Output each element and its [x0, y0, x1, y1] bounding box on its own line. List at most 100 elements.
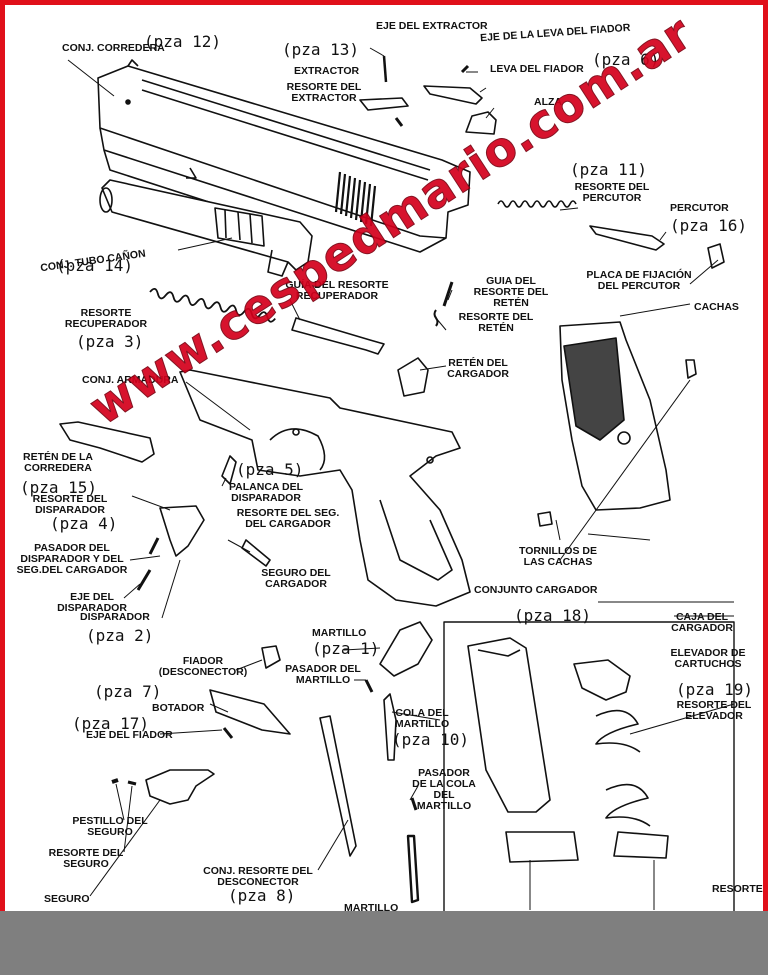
trigger-pin-part: [148, 537, 160, 555]
barrel-part: [99, 179, 313, 277]
safety-lever-part: [145, 769, 215, 805]
pza-resorte-recuperador: (pza 3): [76, 332, 144, 351]
label-guia-reten: GUIA DEL RESORTE DEL RETÉN: [473, 275, 549, 309]
grip-screw-part-2: [537, 511, 553, 527]
pza-corredera: (pza 12): [144, 32, 222, 51]
label-seguro-cargador: SEGURO DEL CARGADOR: [261, 567, 331, 590]
label-cola: COLA DEL MARTILLO: [394, 707, 450, 730]
label-disparador: DISPARADOR: [80, 611, 150, 623]
follower-spring-part-2: [605, 783, 651, 827]
pza-resorte-desconector: (pza 8): [228, 886, 296, 905]
label-leva: LEVA DEL FIADOR: [490, 63, 584, 75]
extractor-pin-part: [382, 55, 388, 83]
hammer-strut-part: [383, 693, 397, 761]
magazine-body-part: [467, 637, 551, 813]
disconnector-spring-part: [319, 715, 357, 857]
pza-conjunto-cargador: (pza 18): [514, 606, 592, 625]
trigger-lever-part: [221, 455, 237, 485]
hammer-pin-part: [364, 679, 374, 693]
label-seguro: SEGURO: [44, 893, 90, 905]
ejector-part: [209, 689, 291, 735]
label-tornillos: TORNILLOS DE LAS CACHAS: [519, 545, 597, 568]
label-pasador-disp: PASADOR DEL DISPARADOR Y DEL SEG.DEL CAR…: [16, 542, 128, 576]
label-armadura: CONJ. ARMADURA: [82, 374, 179, 386]
label-placa: PLACA DE FIJACIÓN DEL PERCUTOR: [586, 269, 692, 292]
label-eje-fiador: EJE DEL FIADOR: [86, 729, 173, 741]
firing-pin-plate-part: [707, 243, 725, 269]
recoil-spring-part: [149, 288, 276, 323]
pza-resorte-disparador: (pza 4): [50, 514, 118, 533]
rear-sight-part: [465, 111, 497, 135]
label-pasador-cola: PASADOR DE LA COLA DEL MARTILLO: [412, 767, 476, 812]
mag-catch-guide-part: [442, 281, 454, 307]
grip-screw-part: [685, 359, 697, 379]
label-resorte-extractor: RESORTE DEL EXTRACTOR: [286, 81, 362, 104]
label-resorte-seguro: RESORTE DEL SEGURO: [48, 847, 124, 870]
hammer-part: [379, 621, 433, 677]
pza-extractor: (pza 13): [282, 40, 360, 59]
footer-gray-bar: [0, 911, 768, 975]
slide-stop-part: [59, 421, 155, 463]
pza-fiador: (pza 7): [94, 682, 162, 701]
magazine-plate-part: [613, 831, 669, 859]
pza-leva: (pza 6): [592, 50, 660, 69]
safety-detent-part: [111, 778, 119, 784]
sear-part: [261, 645, 281, 669]
label-cachas: CACHAS: [694, 301, 739, 313]
label-resorte-recuperador: RESORTE RECUPERADOR: [64, 307, 148, 330]
pza-cola: (pza 10): [392, 730, 470, 749]
safety-spring-part: [127, 780, 137, 786]
pza-martillo: (pza 1): [312, 639, 380, 658]
magazine-base-part: [505, 831, 579, 863]
label-reten-cargador: RETÉN DEL CARGADOR: [447, 357, 509, 380]
follower-part: [573, 659, 631, 701]
follower-spring-part: [595, 709, 641, 753]
label-resorte-cut: RESORTE: [712, 883, 763, 895]
trigger-axle-part: [136, 569, 152, 591]
mag-catch-part: [397, 357, 429, 397]
sear-cam-pin-part: [460, 64, 470, 74]
pza-palanca: (pza 5): [236, 460, 304, 479]
label-reten-corredera: RETÉN DE LA CORREDERA: [22, 451, 93, 474]
strut-pin-part: [410, 797, 418, 811]
label-resorte-disparador: RESORTE DEL DISPARADOR: [32, 493, 108, 516]
guide-rod-part: [291, 317, 385, 355]
trigger-part: [159, 505, 205, 557]
label-caja: CAJA DEL CARGADOR: [671, 611, 733, 634]
pza-botador: (pza 17): [72, 714, 150, 733]
firing-pin-part: [589, 225, 665, 251]
firing-pin-spring-part: [497, 200, 577, 208]
label-resorte-desconector: CONJ. RESORTE DEL DESCONECTOR: [203, 865, 313, 888]
label-extractor: EXTRACTOR: [294, 65, 360, 77]
pza-percutor: (pza 16): [670, 216, 748, 235]
label-martillo: MARTILLO: [312, 627, 367, 639]
extractor-part: [359, 97, 409, 111]
label-alza: ALZA: [534, 96, 562, 108]
frame-part: [179, 369, 471, 607]
pza-reten-corredera: (pza 15): [20, 478, 98, 497]
pza-resorte-percutor: (pza 11): [570, 160, 648, 179]
grip-panel-part: [559, 321, 671, 511]
label-percutor: PERCUTOR: [670, 202, 729, 214]
slide-part: [97, 59, 471, 253]
pza-elevador: (pza 19): [676, 680, 754, 699]
label-guia: GUÍA DEL RESORTE RECUPERADOR: [285, 279, 389, 302]
label-martillo-cut: MARTILLO: [344, 902, 399, 914]
label-conjunto-cargador: CONJUNTO CARGADOR: [474, 584, 598, 596]
leader-lines: [67, 47, 735, 910]
label-resorte-percutor: RESORTE DEL PERCUTOR: [574, 181, 650, 204]
label-pestillo: PESTILLO DEL SEGURO: [72, 815, 148, 838]
label-corredera: CONJ. CORREDERA: [62, 42, 165, 54]
label-elevador: ELEVADOR DE CARTUCHOS: [670, 647, 746, 670]
sear-pin-part: [222, 727, 234, 739]
label-resorte-elevador: RESORTE DEL ELEVADOR: [676, 699, 752, 722]
label-pasador-martillo: PASADOR DEL MARTILLO: [285, 663, 361, 686]
label-fiador: FIADOR (DESCONECTOR): [158, 655, 248, 678]
pza-disparador: (pza 2): [86, 626, 154, 645]
extractor-spring-part: [394, 117, 404, 127]
label-resorte-reten: RESORTE DEL RETÉN: [458, 311, 534, 334]
label-eje-disp: EJE DEL DISPARADOR: [57, 591, 127, 614]
label-botador: BOTADOR: [152, 702, 205, 714]
label-eje-extractor: EJE DEL EXTRACTOR: [376, 20, 488, 32]
